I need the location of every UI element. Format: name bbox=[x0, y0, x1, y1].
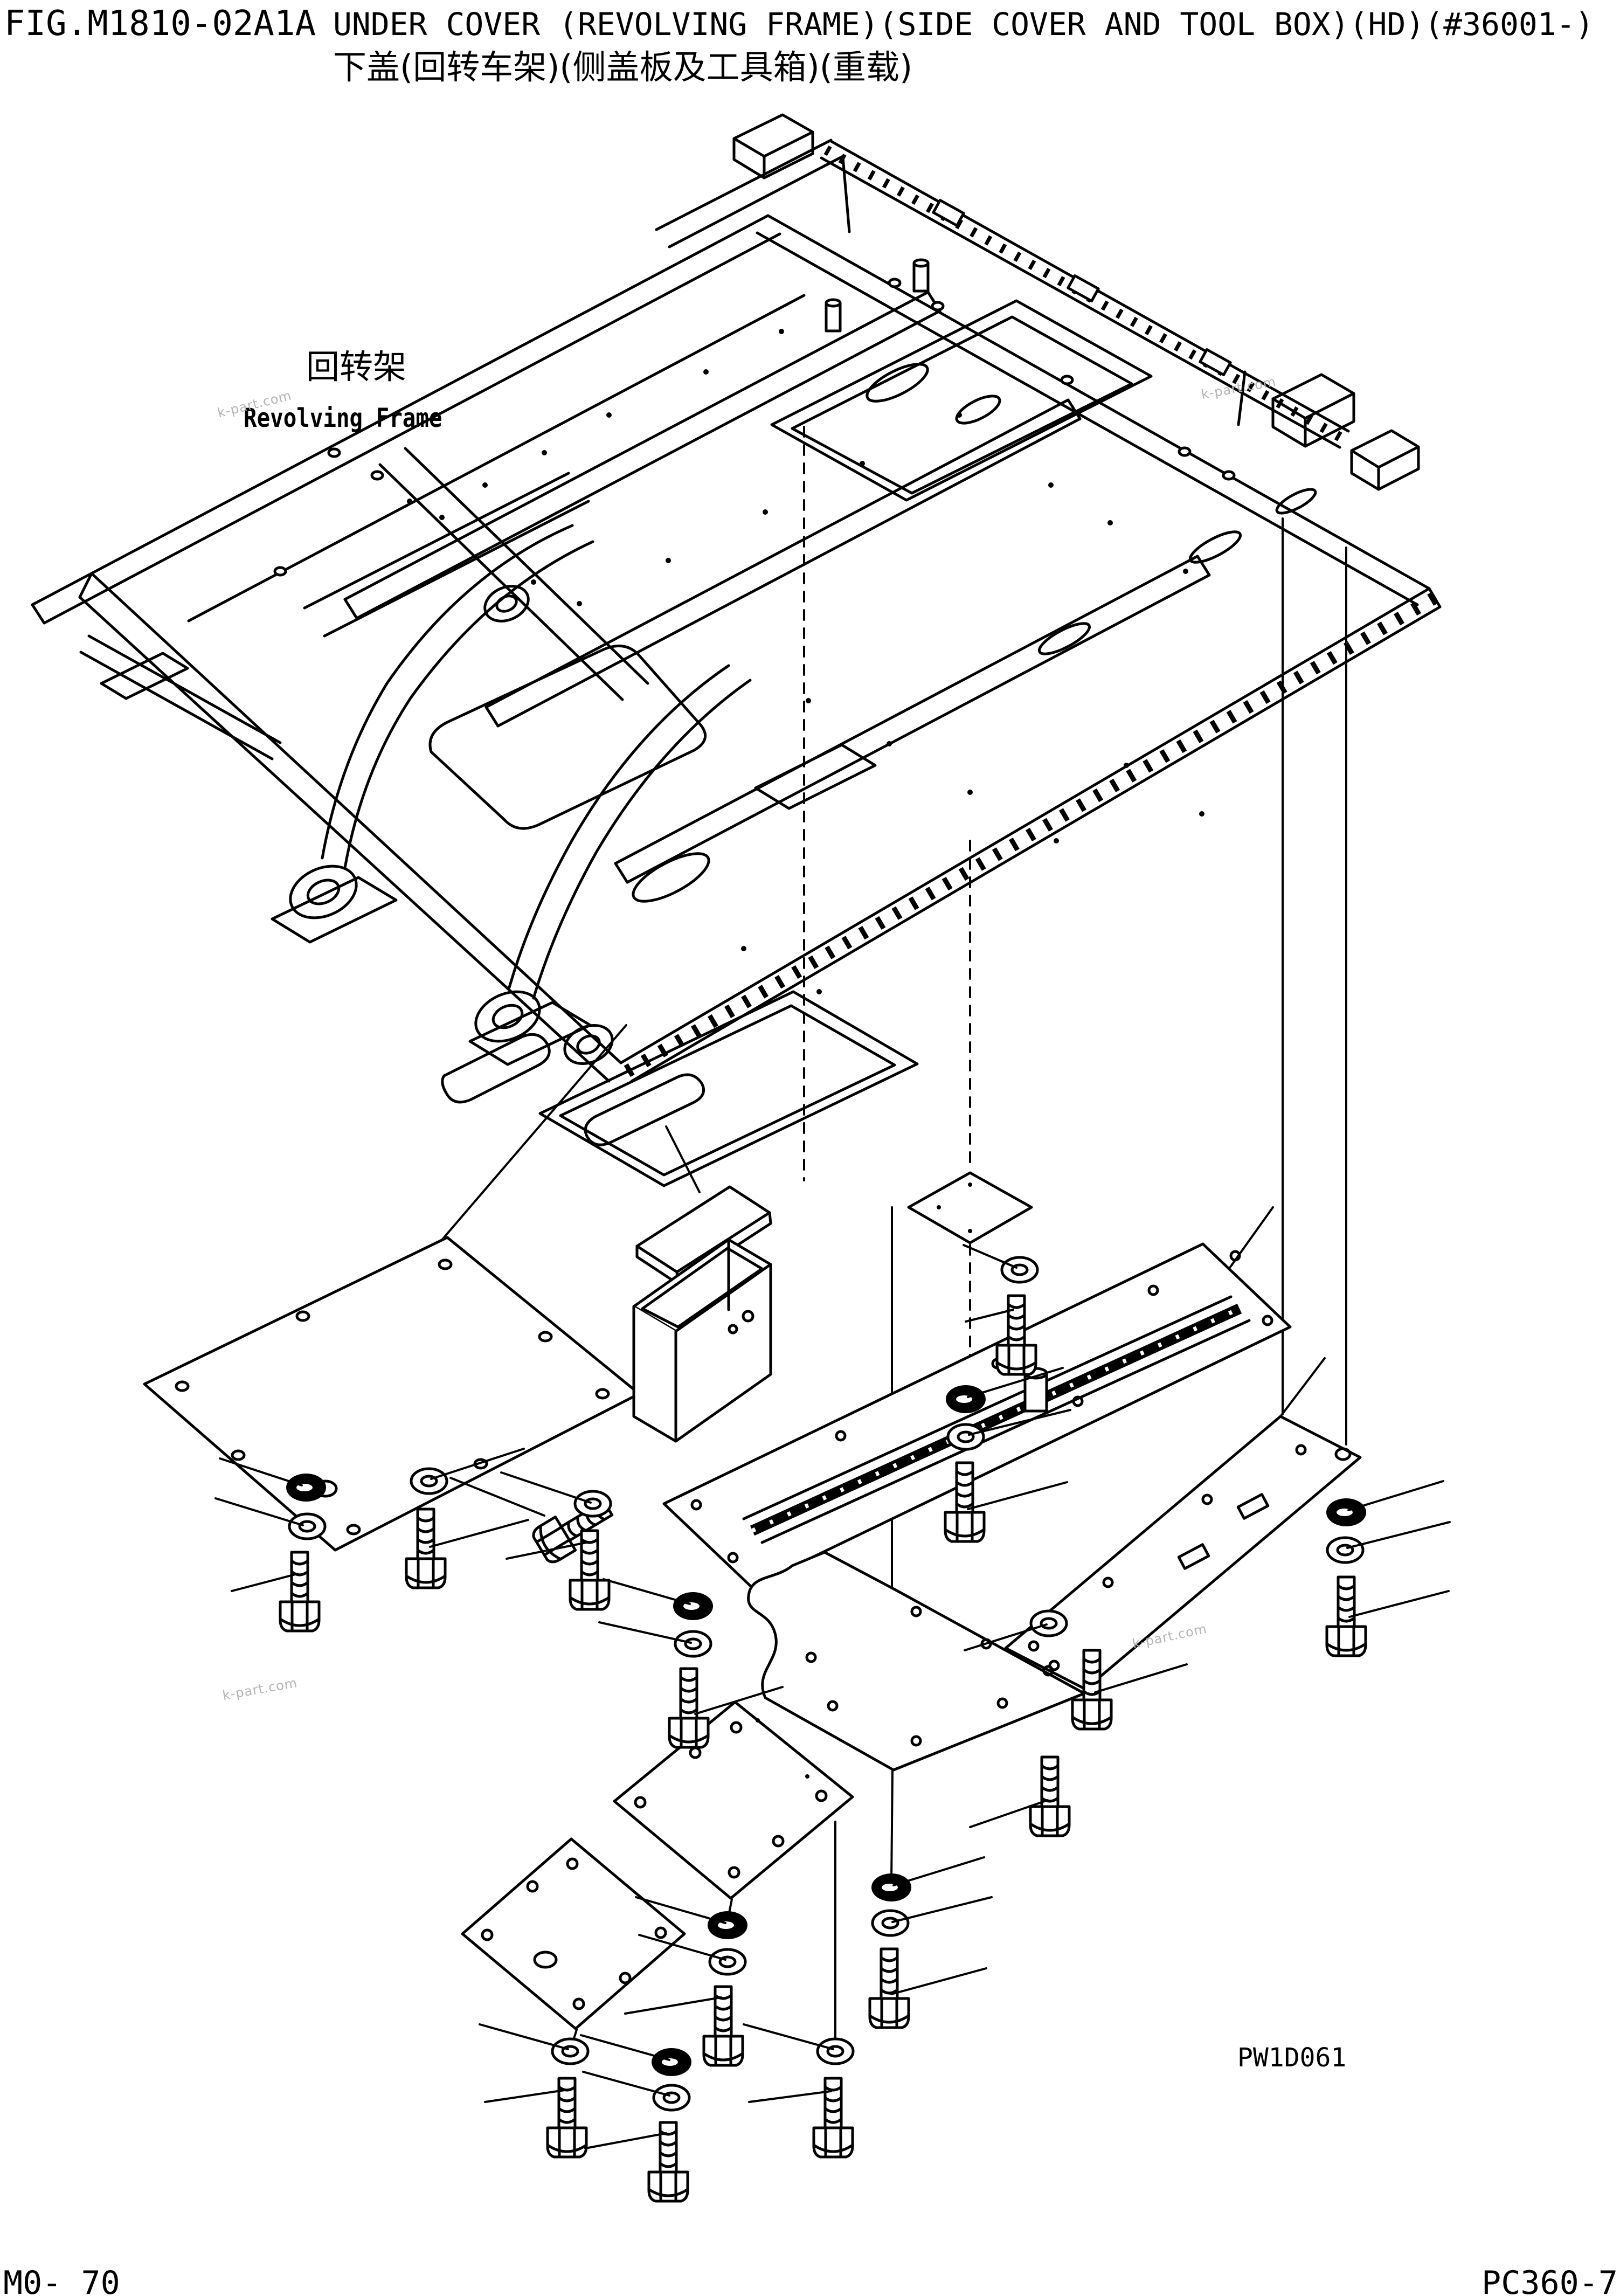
bolt-set bbox=[743, 2023, 853, 2157]
frame-label-chinese: 回转架 bbox=[306, 347, 407, 386]
page-title-chinese: 下盖(回转车架)(侧盖板及工具箱)(重载) bbox=[333, 47, 913, 87]
cover-plates bbox=[143, 1171, 1362, 2030]
tool-box bbox=[632, 1238, 772, 1443]
bolt-set bbox=[449, 1244, 1037, 1517]
cover-plate-wavy bbox=[747, 1551, 1086, 1772]
tool-box-mount-plate bbox=[662, 1242, 1292, 1588]
drawing-code: PW1D061 bbox=[1237, 2043, 1347, 2073]
bolt-set bbox=[870, 1856, 993, 2028]
under-cover-plate-middle bbox=[613, 1700, 854, 1900]
frame-label-english: Revolving Frame bbox=[244, 403, 442, 433]
bolt-set bbox=[945, 1367, 1071, 1541]
bolt-set bbox=[479, 2023, 588, 2157]
bolt-set bbox=[964, 1611, 1188, 1836]
bolt-set bbox=[598, 1578, 784, 1747]
bolt-set bbox=[406, 1448, 529, 1588]
rivet-dots bbox=[407, 329, 1204, 994]
bolt-set bbox=[1326, 1480, 1451, 1656]
bolt-set bbox=[580, 2034, 691, 2201]
leader-lines bbox=[380, 426, 1347, 2048]
fastener-sets bbox=[214, 1244, 1451, 2201]
gasket-plate bbox=[907, 1171, 1033, 1244]
under-cover-plate-left bbox=[143, 1236, 641, 1552]
revolving-frame-figure bbox=[31, 113, 1442, 1187]
model-page-code: PC360-7 bbox=[1481, 2264, 1618, 2296]
page-title: UNDER COVER (REVOLVING FRAME)(SIDE COVER… bbox=[333, 6, 1594, 43]
page-code: M0- 70 bbox=[3, 2264, 120, 2296]
under-cover-plate-bottom-left bbox=[461, 1837, 686, 2030]
bolt-set bbox=[624, 1896, 747, 2065]
side-cover-plate-right bbox=[1004, 1415, 1362, 1691]
bolt-set bbox=[500, 1471, 611, 1609]
figure-number: FIG.M1810-02A1A bbox=[4, 4, 316, 44]
bolt-set bbox=[214, 1457, 326, 1631]
